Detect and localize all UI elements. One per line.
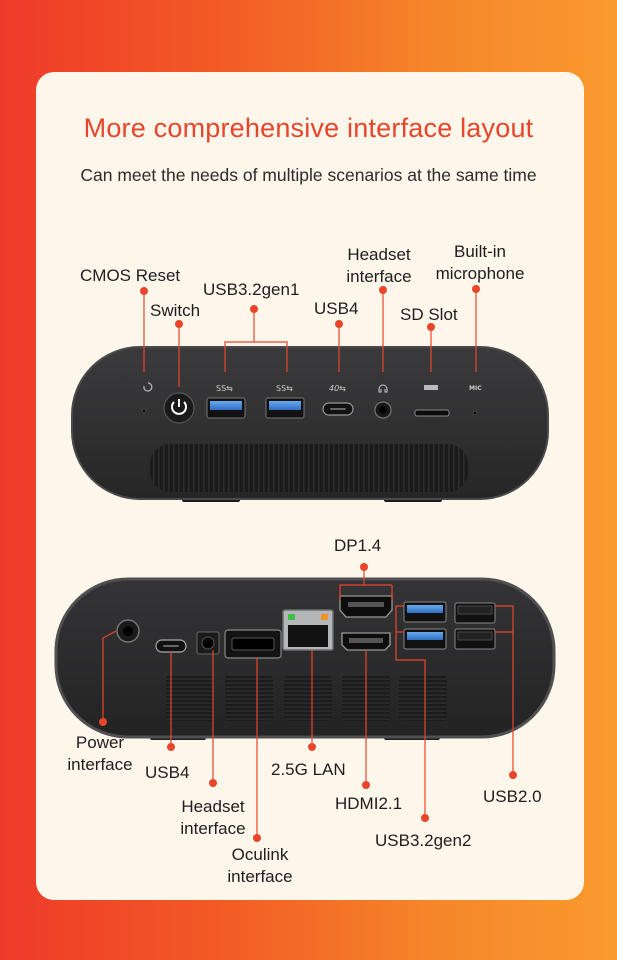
mic-marking: MIC <box>469 385 482 392</box>
usb-a-port-rear-blue-2 <box>403 628 447 650</box>
microphone-hole: MIC <box>469 385 482 416</box>
usb-a-front-2-marking: SS⇆ <box>276 384 293 393</box>
sd-card-slot <box>414 385 450 417</box>
label-sd-slot: SD Slot <box>400 305 458 324</box>
label-headset-rear-line2: interface <box>180 819 246 838</box>
front-device: SS⇆ SS⇆ 40⇆ MIC <box>71 346 549 502</box>
label-oculink: Oculink interface <box>218 844 302 888</box>
hdmi-port <box>341 632 391 651</box>
page-subtitle: Can meet the needs of multiple scenarios… <box>80 165 537 185</box>
label-oculink-line2: interface <box>227 867 293 886</box>
rear-callout-lines <box>102 567 514 838</box>
label-hdmi: HDMI2.1 <box>335 794 403 813</box>
label-cmos-reset: CMOS Reset <box>80 266 181 285</box>
label-usb4-front: USB4 <box>314 299 359 318</box>
usb-a-port-front-2: SS⇆ <box>265 384 305 419</box>
label-headset-front-line2: interface <box>346 267 412 286</box>
label-usb4-rear: USB4 <box>145 763 190 782</box>
label-dp14: DP1.4 <box>334 536 382 555</box>
label-builtin-mic: Built-in microphone <box>426 241 534 285</box>
usb-a-port-rear-blue-1 <box>403 601 447 623</box>
front-vent-grille <box>150 444 468 492</box>
label-usb32gen2: USB3.2gen2 <box>375 831 472 850</box>
label-oculink-line1: Oculink <box>231 845 289 864</box>
label-headset-rear-line1: Headset <box>181 797 245 816</box>
displayport-port <box>339 595 393 618</box>
label-usb20: USB2.0 <box>483 787 542 806</box>
usb-a-port-rear-black-1 <box>454 602 496 624</box>
label-lan: 2.5G LAN <box>271 760 346 779</box>
usb-a-port-rear-black-2 <box>454 628 496 650</box>
headset-jack-rear <box>196 631 220 655</box>
label-headset-front: Headset interface <box>336 244 422 288</box>
power-button[interactable] <box>163 392 195 424</box>
dc-power-jack <box>116 619 140 643</box>
rear-vents <box>166 675 447 721</box>
usb-c-port-rear <box>155 639 187 653</box>
label-power-line2: interface <box>67 755 133 774</box>
usb-a-port-front-1: SS⇆ <box>206 384 246 419</box>
oculink-port <box>224 629 282 659</box>
usb-c-port-front: 40⇆ <box>322 384 354 416</box>
front-callout-lines <box>143 289 477 387</box>
rear-device <box>54 577 556 740</box>
label-usb32gen1-front: USB3.2gen1 <box>203 280 300 299</box>
front-callout-dots <box>140 285 480 331</box>
label-headset-front-line1: Headset <box>347 245 411 264</box>
label-builtin-mic-line1: Built-in <box>454 242 506 261</box>
usb-a-front-1-marking: SS⇆ <box>216 384 233 393</box>
label-power-line1: Power <box>75 733 125 752</box>
rear-callout-dots <box>99 563 517 842</box>
usb-c-front-marking: 40⇆ <box>329 384 346 393</box>
label-headset-rear: Headset interface <box>172 796 254 840</box>
label-switch: Switch <box>150 301 201 320</box>
label-builtin-mic-line2: microphone <box>435 264 525 283</box>
cmos-reset-icon <box>141 382 153 414</box>
headset-jack-front <box>374 384 392 419</box>
page-title: More comprehensive interface layout <box>83 113 534 143</box>
ethernet-port <box>282 609 334 651</box>
label-power: Power interface <box>60 732 140 776</box>
